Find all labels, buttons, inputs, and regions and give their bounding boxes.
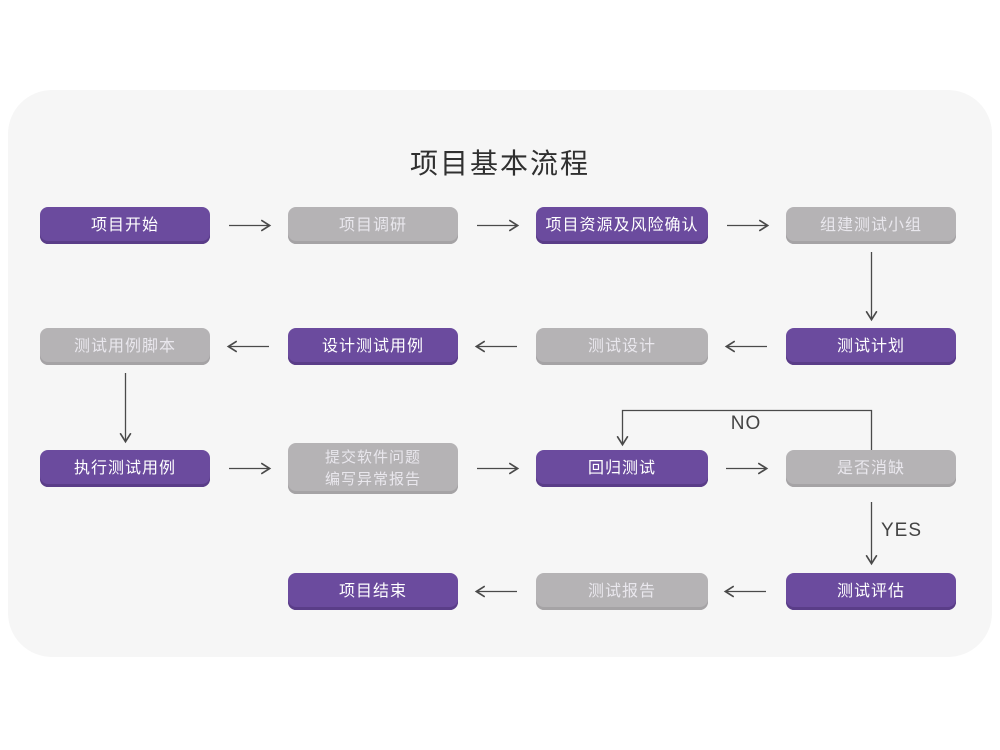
edge-label-no: NO [730, 413, 762, 434]
flow-node-project-research: 项目调研 [288, 207, 458, 244]
flow-node-execute-test-case: 执行测试用例 [40, 450, 210, 487]
edge-label-yes: YES [881, 520, 923, 541]
flow-node-test-plan: 测试计划 [786, 328, 956, 365]
flow-node-regression-test: 回归测试 [536, 450, 708, 487]
flow-node-test-report: 测试报告 [536, 573, 708, 610]
flow-node-resources-risk-confirm: 项目资源及风险确认 [536, 207, 708, 244]
flow-node-defect-cleared: 是否消缺 [786, 450, 956, 487]
page-title: 项目基本流程 [409, 148, 590, 179]
flow-node-test-design: 测试设计 [536, 328, 708, 365]
flow-node-test-case-script: 测试用例脚本 [40, 328, 210, 365]
flow-node-project-start: 项目开始 [40, 207, 210, 244]
flow-node-design-test-case: 设计测试用例 [288, 328, 458, 365]
flow-node-test-evaluation: 测试评估 [786, 573, 956, 610]
flow-node-submit-issue-report: 提交软件问题 编写异常报告 [288, 443, 458, 494]
flowchart-card [8, 90, 992, 657]
flow-node-project-end: 项目结束 [288, 573, 458, 610]
flow-node-build-test-team: 组建测试小组 [786, 207, 956, 244]
